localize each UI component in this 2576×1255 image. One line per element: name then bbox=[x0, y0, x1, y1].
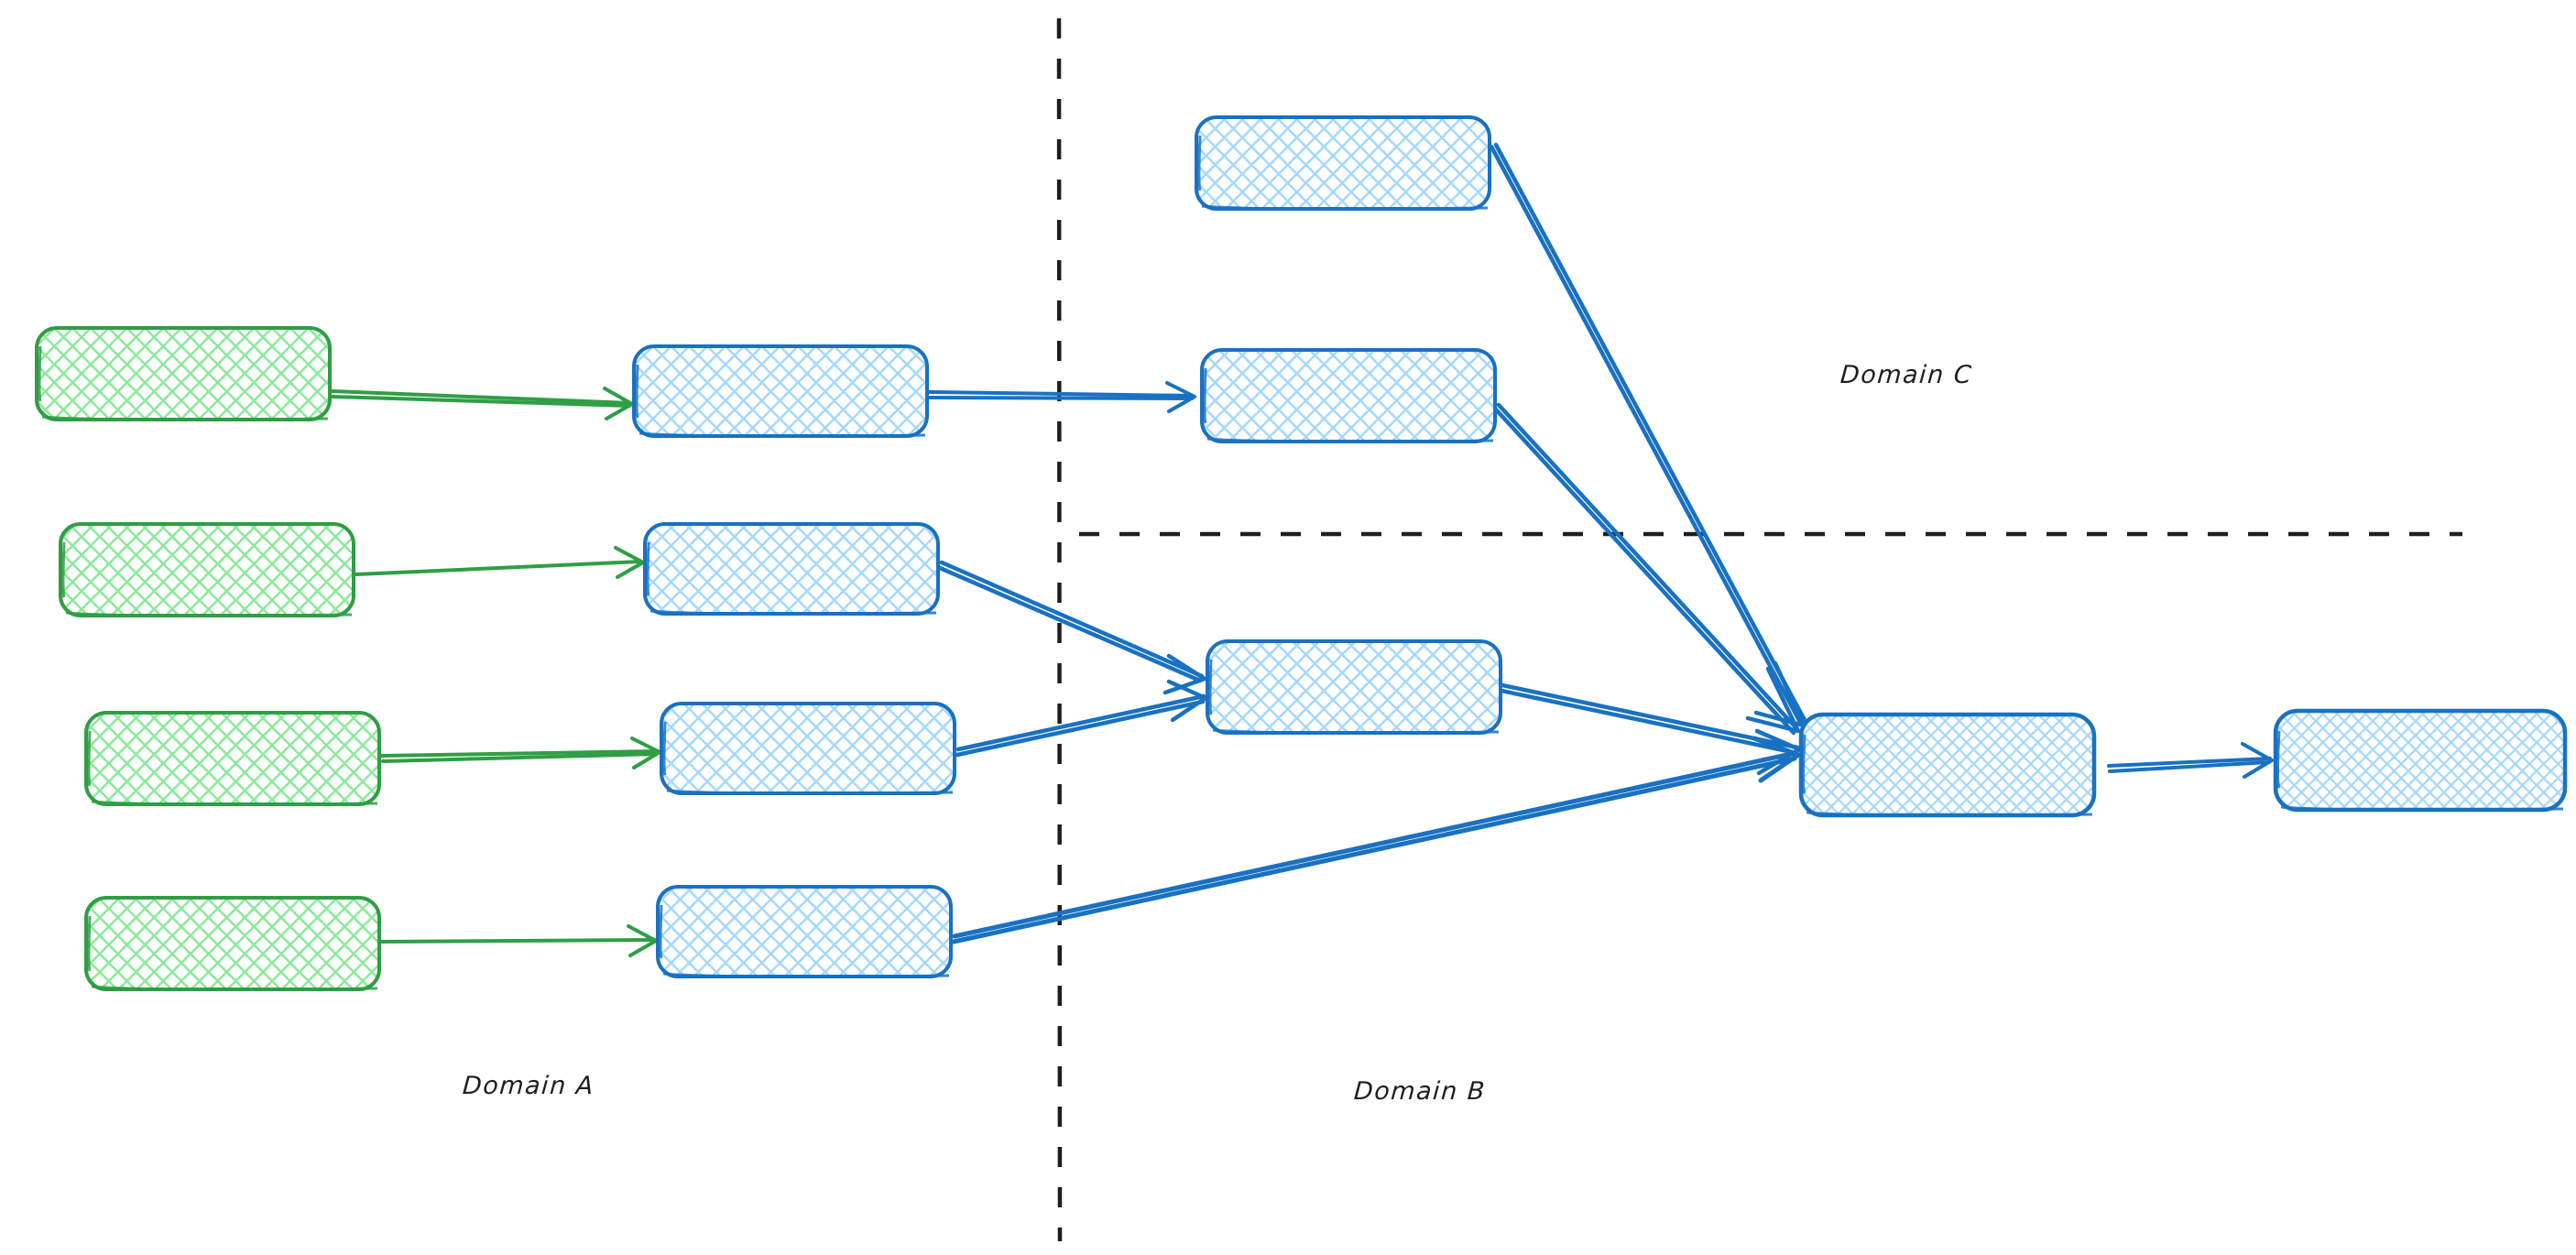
edge-c2-d1 bbox=[1492, 402, 1801, 736]
node-b1[interactable] bbox=[632, 344, 929, 438]
edge-b1-c2 bbox=[927, 381, 1196, 413]
node-group bbox=[35, 115, 2568, 991]
node-a3[interactable] bbox=[84, 711, 381, 806]
edge-c1-d1 bbox=[1489, 142, 1808, 728]
edge-b2-c3 bbox=[937, 560, 1207, 695]
node-c3[interactable] bbox=[1206, 639, 1502, 735]
node-a2[interactable] bbox=[59, 522, 355, 617]
edge-a3-b3 bbox=[380, 737, 661, 769]
domain-b-label: Domain B bbox=[1352, 1077, 1487, 1106]
edge-a2-b2 bbox=[355, 546, 645, 579]
edge-a1-b1 bbox=[330, 387, 634, 420]
vertical-divider bbox=[1056, 17, 1063, 1242]
edge-d1-e1 bbox=[2107, 742, 2274, 779]
node-c1[interactable] bbox=[1195, 115, 1491, 211]
node-a4[interactable] bbox=[84, 896, 381, 991]
domain-c-label: Domain C bbox=[1839, 361, 1974, 389]
node-b2[interactable] bbox=[643, 522, 940, 616]
node-b3[interactable] bbox=[660, 702, 956, 795]
node-d1[interactable] bbox=[1798, 712, 2097, 818]
edge-b4-d1 bbox=[951, 736, 1801, 944]
divider-group bbox=[1056, 17, 2462, 1242]
node-c2[interactable] bbox=[1200, 348, 1497, 443]
node-e1[interactable] bbox=[2273, 708, 2568, 813]
node-b4[interactable] bbox=[656, 885, 953, 978]
edge-group bbox=[330, 142, 2274, 957]
edge-a4-b4 bbox=[380, 924, 658, 957]
node-a1[interactable] bbox=[35, 326, 332, 421]
domain-a-label: Domain A bbox=[461, 1072, 595, 1100]
